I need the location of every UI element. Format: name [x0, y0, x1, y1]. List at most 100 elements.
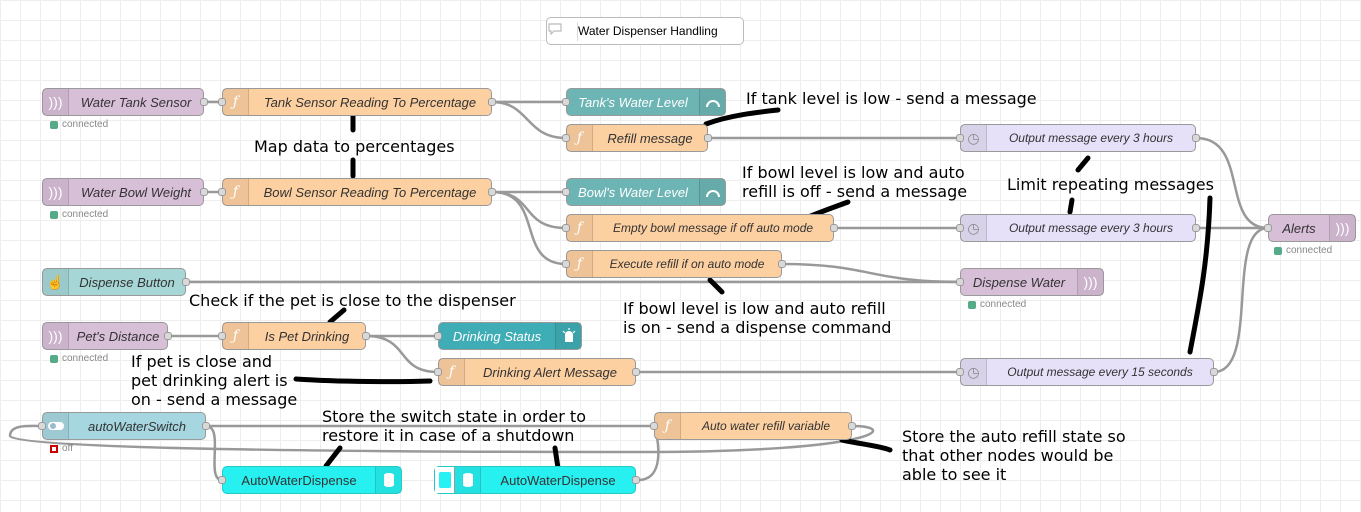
node-label: Dispense Button: [79, 274, 175, 290]
comment-icon: [547, 21, 578, 41]
output-port[interactable]: [200, 98, 208, 106]
tank-gauge-node[interactable]: Tank's Water Level: [562, 88, 726, 116]
flow-title-node[interactable]: Water Dispenser Handling: [546, 17, 744, 45]
output-3h-b-node[interactable]: ◷ Output message every 3 hours: [956, 214, 1200, 242]
drinking-alert-node[interactable]: ƒ Drinking Alert Message: [434, 358, 640, 386]
node-label: Output message every 3 hours: [1008, 221, 1174, 235]
input-port[interactable]: [562, 260, 570, 268]
input-port[interactable]: [218, 332, 226, 340]
drinking-status-node[interactable]: Drinking Status: [434, 322, 582, 350]
function-icon: ƒ: [567, 125, 593, 151]
auto-water-switch-node[interactable]: autoWaterSwitch: [38, 412, 210, 440]
led-icon: [555, 323, 581, 349]
refill-message-node[interactable]: ƒ Refill message: [562, 124, 712, 152]
comment-check-pet: Check if the pet is close to the dispens…: [189, 291, 516, 310]
inject-button-icon[interactable]: [435, 467, 455, 493]
annotation-stroke: [707, 277, 725, 295]
node-label: Execute refill if on auto mode: [609, 257, 765, 271]
status-dot: [1274, 246, 1282, 255]
output-port[interactable]: [488, 98, 496, 106]
input-port[interactable]: [218, 98, 226, 106]
node-label: Refill message: [607, 130, 693, 146]
input-port[interactable]: [218, 188, 226, 196]
output-port[interactable]: [200, 188, 208, 196]
output-port[interactable]: [778, 260, 786, 268]
node-label: Is Pet Drinking: [264, 328, 350, 344]
output-port[interactable]: [1210, 368, 1218, 376]
output-port[interactable]: [202, 422, 210, 430]
output-port[interactable]: [362, 332, 370, 340]
wire: [491, 190, 567, 230]
persist-out-node[interactable]: AutoWaterDispense: [218, 466, 402, 494]
output-port[interactable]: [1192, 224, 1200, 232]
bowl-percentage-node[interactable]: ƒ Bowl Sensor Reading To Percentage: [218, 178, 496, 206]
input-port[interactable]: [1264, 224, 1272, 232]
bowl-gauge-node[interactable]: Bowl's Water Level: [562, 178, 726, 206]
auto-refill-variable-node[interactable]: ƒ Auto water refill variable: [650, 412, 856, 440]
timer-icon: ◷: [961, 125, 987, 151]
persist-in-node[interactable]: AutoWaterDispense: [434, 466, 640, 494]
status-connected: connected: [50, 353, 108, 364]
input-port[interactable]: [434, 368, 442, 376]
wire: [365, 334, 439, 374]
output-port[interactable]: [632, 368, 640, 376]
input-port[interactable]: [562, 98, 570, 106]
pets-distance-node[interactable]: ))) Pet's Distance: [42, 322, 172, 350]
output-port[interactable]: [704, 134, 712, 142]
node-label: Empty bowl message if off auto mode: [612, 221, 814, 235]
input-port[interactable]: [956, 134, 964, 142]
wire: [491, 190, 567, 266]
status-text: connected: [980, 299, 1027, 310]
input-port[interactable]: [956, 368, 964, 376]
dispense-button-node[interactable]: ☝ Dispense Button: [42, 268, 190, 296]
alerts-node[interactable]: Alerts ))): [1264, 214, 1356, 242]
input-port[interactable]: [956, 224, 964, 232]
wire: [491, 100, 567, 140]
output-3h-a-node[interactable]: ◷ Output message every 3 hours: [956, 124, 1200, 152]
water-tank-sensor-node[interactable]: ))) Water Tank Sensor: [42, 88, 208, 116]
tank-percentage-node[interactable]: ƒ Tank Sensor Reading To Percentage: [218, 88, 496, 116]
status-connected: connected: [50, 119, 108, 130]
wire: [781, 262, 961, 284]
status-dot: [50, 354, 58, 363]
input-port[interactable]: [562, 224, 570, 232]
input-port[interactable]: [218, 476, 226, 484]
output-port[interactable]: [1192, 134, 1200, 142]
wire: [205, 424, 223, 482]
output-port[interactable]: [488, 188, 496, 196]
node-label: Drinking Alert Message: [483, 364, 617, 380]
input-port[interactable]: [562, 188, 570, 196]
input-port[interactable]: [650, 422, 658, 430]
node-label: Alerts: [1282, 220, 1316, 236]
input-port[interactable]: [956, 278, 964, 286]
status-text: connected: [62, 209, 109, 220]
database-icon: [455, 467, 481, 493]
input-port[interactable]: [434, 332, 442, 340]
is-pet-drinking-node[interactable]: ƒ Is Pet Drinking: [218, 322, 370, 350]
annotation-stroke: [839, 437, 893, 453]
gauge-icon: [699, 179, 725, 205]
annotation-stroke: [323, 445, 343, 469]
gauge-icon: [699, 89, 725, 115]
output-port[interactable]: [848, 422, 856, 430]
comment-tank-low: If tank level is low - send a message: [746, 89, 1037, 108]
output-port[interactable]: [182, 278, 190, 286]
output-port[interactable]: [164, 332, 172, 340]
input-port[interactable]: [38, 422, 46, 430]
node-label: Auto water refill variable: [701, 419, 831, 433]
node-label: Output message every 15 seconds: [1007, 365, 1193, 379]
empty-bowl-message-node[interactable]: ƒ Empty bowl message if off auto mode: [562, 214, 838, 242]
status-text: off: [62, 443, 73, 454]
output-port[interactable]: [632, 476, 640, 484]
dispense-water-node[interactable]: Dispense Water ))): [956, 268, 1104, 296]
water-bowl-weight-node[interactable]: ))) Water Bowl Weight: [42, 178, 208, 206]
annotation-stroke: [1067, 197, 1075, 215]
input-port[interactable]: [562, 134, 570, 142]
output-port[interactable]: [830, 224, 838, 232]
execute-refill-node[interactable]: ƒ Execute refill if on auto mode: [562, 250, 786, 278]
function-icon: ƒ: [567, 251, 593, 277]
output-15s-node[interactable]: ◷ Output message every 15 seconds: [956, 358, 1218, 386]
function-icon: ƒ: [223, 179, 249, 205]
wifi-icon: ))): [1077, 269, 1103, 295]
comment-bowl-low-on: If bowl level is low and auto refill is …: [623, 299, 892, 337]
